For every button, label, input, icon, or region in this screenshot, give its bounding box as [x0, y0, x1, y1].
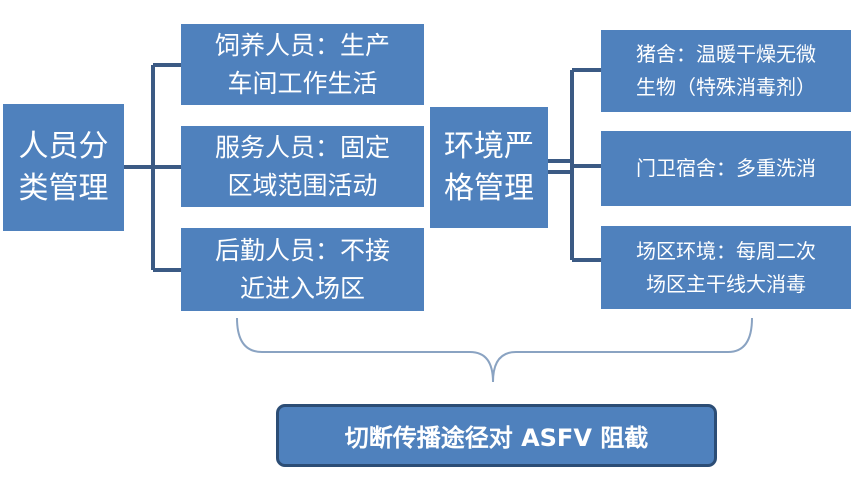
personnel-node-logistics: 后勤人员：不接 近进入场区 — [181, 228, 424, 311]
conclusion-node: 切断传播途径对 ASFV 阻截 — [276, 404, 717, 467]
left-bracket — [124, 63, 181, 272]
environment-node-guard-dorm: 门卫宿舍：多重洗消 — [601, 131, 851, 206]
personnel-node-service: 服务人员：固定 区域范围活动 — [181, 126, 424, 207]
personnel-node-feeding: 饲养人员：生产 车间工作生活 — [181, 24, 424, 105]
environment-root-node: 环境严 格管理 — [430, 107, 548, 228]
brace — [236, 317, 753, 383]
personnel-root-node: 人员分 类管理 — [3, 104, 124, 231]
right-bracket — [548, 68, 601, 262]
environment-node-site: 场区环境：每周二次 场区主干线大消毒 — [601, 226, 851, 309]
environment-node-pigsty: 猪舍：温暖干燥无微 生物（特殊消毒剂） — [601, 30, 851, 112]
